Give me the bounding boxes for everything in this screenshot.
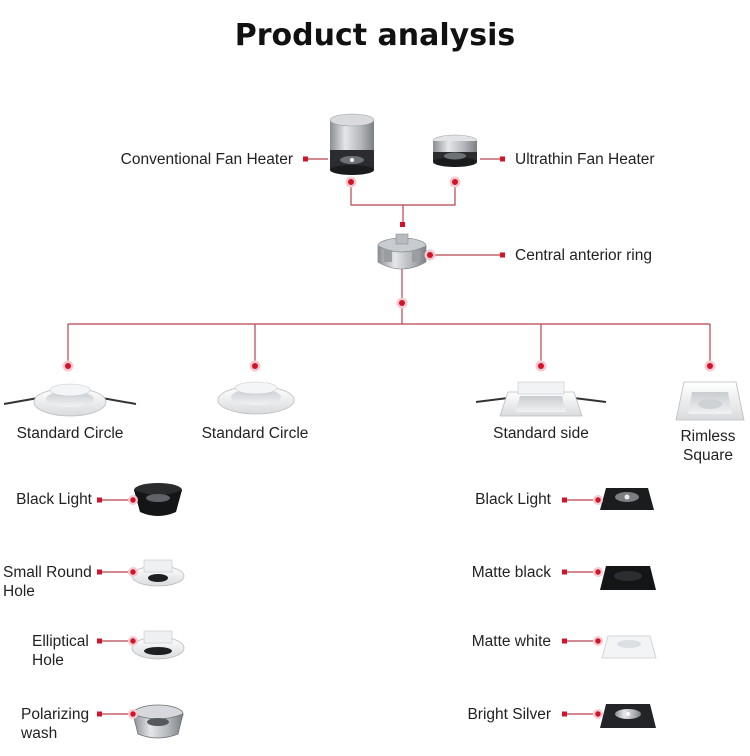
label-housing-standard-side: Standard side: [493, 425, 589, 442]
label-marker: [562, 711, 567, 717]
node-dot: [593, 709, 603, 719]
node-dot: [128, 567, 138, 577]
round-housing-with-clips-icon: [3, 383, 137, 417]
connector-housings-bus: [67, 303, 711, 366]
node-dot: [128, 495, 138, 505]
node-dot: [128, 636, 138, 646]
label-left-elliptical-hole: Elliptical Hole: [32, 633, 89, 669]
matte-white-square-icon: [601, 635, 657, 659]
node-dot: [593, 567, 603, 577]
label-housing-standard-circle-1: Standard Circle: [16, 425, 124, 442]
bright-silver-square-icon: [600, 704, 656, 728]
label-marker: [97, 711, 102, 717]
node-dot: [62, 360, 74, 372]
node-dot: [593, 636, 603, 646]
label-left-black-light: Black Light: [16, 491, 92, 508]
matte-black-square-icon: [600, 566, 656, 590]
small-hole-reflector-icon: [131, 559, 185, 587]
node-dot: [128, 709, 138, 719]
label-housing-rimless-square: Rimless Square: [680, 428, 736, 464]
node-dot: [249, 360, 261, 372]
label-marker: [97, 569, 102, 575]
label-conventional-fan-heater: Conventional Fan Heater: [120, 151, 293, 168]
label-marker: [562, 569, 567, 575]
connection-nodes: [62, 156, 716, 719]
label-marker: [500, 252, 505, 258]
connector-right-opts: [565, 499, 598, 715]
page-title: Product analysis: [234, 18, 516, 53]
label-ultrathin-fan-heater: Ultrathin Fan Heater: [515, 151, 655, 168]
connector-lines: [67, 158, 711, 715]
node-dot: [424, 249, 436, 261]
label-right-matte-black: Matte black: [471, 564, 551, 581]
node-dot: [593, 495, 603, 505]
label-right-black-light: Black Light: [475, 491, 551, 508]
polarizing-wash-reflector-icon: [132, 704, 184, 739]
anterior-ring-icon: [377, 233, 427, 270]
round-housing-icon: [217, 381, 295, 415]
label-marker: [562, 638, 567, 644]
label-marker: [303, 156, 308, 162]
node-dot: [345, 176, 357, 188]
label-left-polarizing-wash: Polarizing wash: [21, 706, 90, 742]
node-dot: [449, 176, 461, 188]
connector-conventional: [350, 182, 456, 206]
black-square-reflector-icon: [600, 488, 654, 510]
node-square: [400, 222, 405, 227]
connector-left-opts: [100, 499, 133, 715]
label-housing-standard-circle-2: Standard Circle: [201, 425, 309, 442]
label-marker: [97, 638, 102, 644]
node-dot: [396, 297, 408, 309]
slim-downlight-icon: [432, 134, 478, 167]
label-right-matte-white: Matte white: [471, 633, 551, 650]
rimless-square-housing-icon: [675, 381, 745, 421]
elliptical-hole-reflector-icon: [131, 630, 185, 660]
label-left-small-round-hole: Small Round Hole: [3, 564, 92, 600]
label-marker: [97, 497, 102, 503]
label-marker: [562, 497, 567, 503]
cylinder-downlight-icon: [329, 113, 375, 175]
label-central-anterior-ring: Central anterior ring: [515, 247, 652, 264]
label-marker: [500, 156, 505, 162]
black-round-reflector-icon: [134, 483, 182, 516]
label-right-bright-silver: Bright Silver: [467, 706, 551, 723]
node-dot: [535, 360, 547, 372]
node-dot: [704, 360, 716, 372]
square-housing-with-clips-icon: [475, 381, 607, 417]
